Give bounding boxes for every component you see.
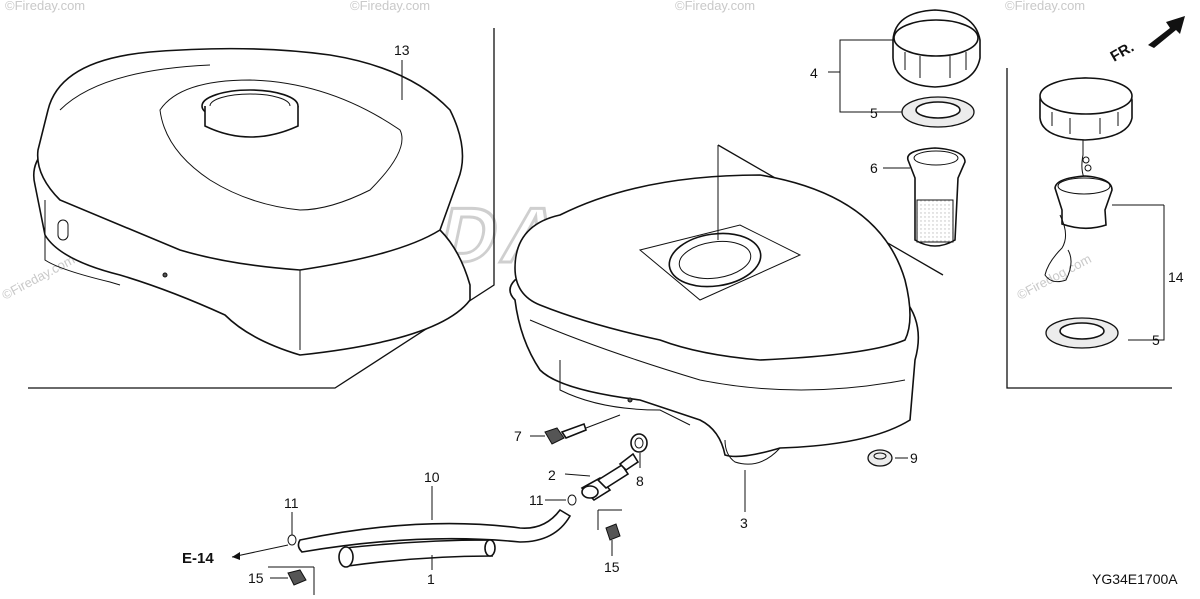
- watermark-text: ©Fireday.com: [675, 0, 755, 13]
- leader-lines: [231, 39, 1165, 579]
- callout-3: 3: [740, 515, 748, 531]
- front-arrow-icon: FR.: [1108, 16, 1185, 66]
- gasket-5-top: [901, 96, 975, 128]
- fuel-tank-13: [32, 47, 471, 356]
- clip-15-left: [268, 566, 315, 595]
- reference-label: E-14: [182, 550, 214, 567]
- front-marker-label: FR.: [1108, 39, 1137, 66]
- callout-14: 14: [1168, 269, 1184, 285]
- gasket-5-bottom: [1045, 317, 1119, 349]
- fuel-valve-2: [580, 452, 640, 502]
- clip-15-right: [597, 509, 622, 541]
- fuel-cap-assembly-14: [1039, 77, 1133, 283]
- callout-6: 6: [870, 160, 878, 176]
- watermark-text: ©Fireday.com: [5, 0, 85, 13]
- watermark-text: ©Fireday.com: [350, 0, 430, 13]
- clip-11-right: [567, 494, 577, 506]
- watermark-text: ©Fireday.com: [0, 252, 77, 303]
- bolt-7: [544, 414, 621, 445]
- washer-8: [630, 433, 648, 453]
- fuel-tube-10: [297, 508, 572, 553]
- grommet-9: [867, 449, 893, 467]
- callout-4: 4: [810, 65, 818, 81]
- callout-8: 8: [636, 473, 644, 489]
- callout-15: 15: [248, 570, 264, 586]
- callout-5: 5: [1152, 332, 1160, 348]
- callout-13: 13: [394, 42, 410, 58]
- watermark-text: ©Firedog.com: [1014, 251, 1093, 303]
- fuel-strainer-6: [906, 147, 966, 247]
- callout-10: 10: [424, 469, 440, 485]
- clip-11-left: [287, 534, 297, 546]
- diagram-code: YG34E1700A: [1092, 571, 1178, 587]
- watermark-text: ©Fireday.com: [1005, 0, 1085, 13]
- fuel-tube-1: [338, 539, 496, 568]
- callout-9: 9: [910, 450, 918, 466]
- fuel-cap-4: [892, 9, 981, 88]
- callout-11: 11: [284, 495, 299, 511]
- callout-1: 1: [427, 571, 435, 587]
- fuel-tank-3: [509, 174, 920, 465]
- callout-2: 2: [548, 467, 556, 483]
- callout-15: 15: [604, 559, 620, 575]
- callout-7: 7: [514, 428, 522, 444]
- callout-5: 5: [870, 105, 878, 121]
- callout-11: 11: [529, 492, 544, 508]
- callout-labels: 13 4 5 6 14 5 7 2 8 9 3 10 11 11 1 15 15…: [182, 42, 1184, 587]
